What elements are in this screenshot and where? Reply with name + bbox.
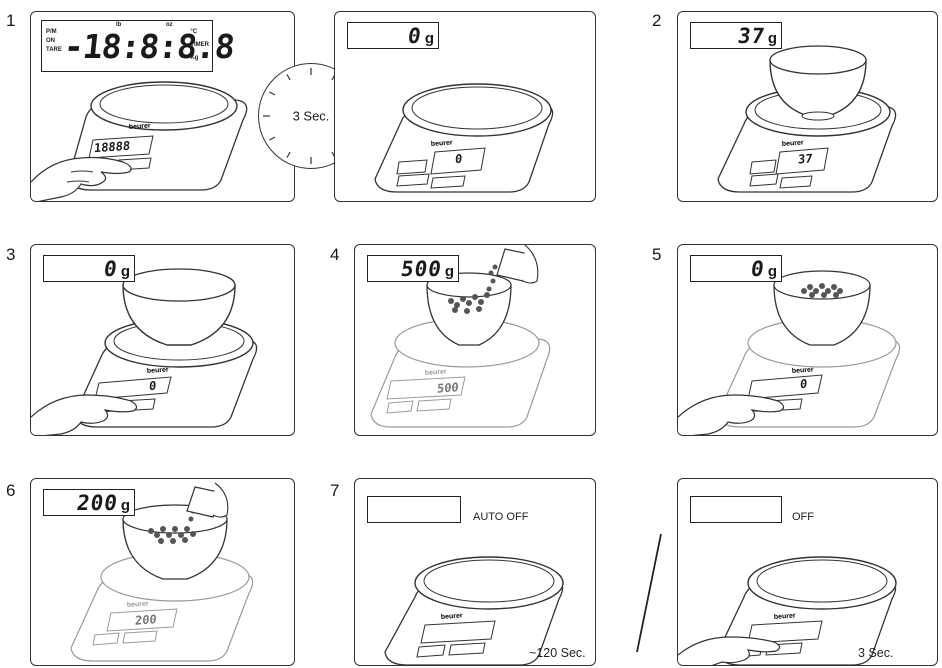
brand-logo: beurer bbox=[774, 612, 796, 621]
timeout-label: ~120 Sec. bbox=[529, 646, 586, 660]
lcd-test-display: P/M ON TARE lb oz -18:8:8.8 °C TIMER Kg bbox=[41, 20, 213, 72]
brand-logo: beurer bbox=[127, 600, 149, 609]
step-number-4: 4 bbox=[330, 246, 339, 263]
weight-readout-blank bbox=[367, 496, 461, 523]
scale-lcd-digits: 37 bbox=[798, 151, 813, 166]
scale-lcd-digits: 0 bbox=[455, 152, 463, 167]
step-number-1: 1 bbox=[6, 12, 15, 29]
auto-off-caption: AUTO OFF bbox=[473, 511, 528, 523]
step-number-5: 5 bbox=[652, 246, 661, 263]
or-divider bbox=[629, 528, 669, 658]
brand-logo: beurer bbox=[792, 366, 814, 375]
weight-readout-blank bbox=[690, 496, 782, 523]
panel-step7-auto-off: beurer AUTO OFF ~120 Sec. bbox=[354, 478, 596, 666]
brand-logo: beurer bbox=[147, 366, 169, 375]
press-duration-label: 3 Sec. bbox=[858, 646, 893, 660]
step-number-2: 2 bbox=[652, 12, 661, 29]
scale-lcd-digits: 18888 bbox=[94, 139, 131, 156]
step-number-3: 3 bbox=[6, 246, 15, 263]
step-number-6: 6 bbox=[6, 482, 15, 499]
brand-logo: beurer bbox=[441, 612, 463, 621]
step-number-7: 7 bbox=[330, 482, 339, 499]
lcd-left-labels: P/M ON TARE bbox=[46, 28, 62, 55]
scale-lcd-digits: 0 bbox=[800, 377, 808, 392]
brand-logo: beurer bbox=[431, 139, 453, 148]
lcd-right-labels: °C TIMER Kg bbox=[190, 26, 209, 65]
panel-step1-display-test: beurer P/M ON TARE lb oz -18:8:8.8 °C TI… bbox=[30, 11, 295, 202]
off-caption: OFF bbox=[792, 511, 814, 523]
brand-logo: beurer bbox=[782, 139, 804, 148]
lcd-all-digits: -18:8:8.8 bbox=[62, 27, 236, 67]
scale-lcd-digits: 500 bbox=[437, 380, 460, 396]
scale-lcd-digits: 200 bbox=[135, 612, 158, 628]
brand-logo: beurer bbox=[425, 368, 447, 377]
scale-lcd-digits: 0 bbox=[149, 379, 157, 394]
panel-step7-manual-off: beurer OFF 3 Sec. bbox=[677, 478, 938, 666]
